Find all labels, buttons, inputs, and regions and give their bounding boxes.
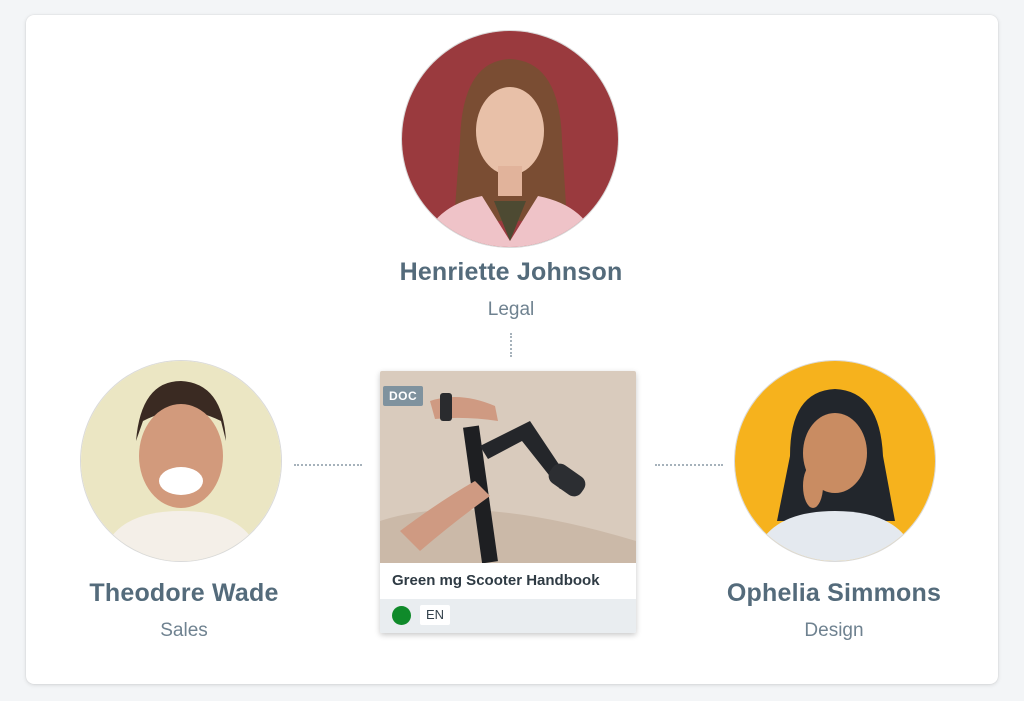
- language-badge: EN: [420, 605, 451, 625]
- person-role: Design: [804, 620, 864, 641]
- document-card[interactable]: DOC Green mg Scooter Handbook EN: [380, 371, 636, 633]
- connector-right: [655, 464, 723, 466]
- avatar-ophelia-simmons[interactable]: [735, 361, 935, 561]
- document-type-badge: DOC: [383, 386, 424, 406]
- person-role: Legal: [487, 299, 535, 320]
- document-title: Green mg Scooter Handbook: [392, 572, 600, 589]
- avatar-theodore-wade[interactable]: [81, 361, 281, 561]
- avatar-henriette-johnson[interactable]: [402, 31, 618, 247]
- connector-top: [510, 333, 512, 357]
- status-dot-icon: [392, 606, 411, 625]
- person-name: Theodore Wade: [89, 579, 279, 607]
- person-name: Henriette Johnson: [399, 258, 623, 286]
- person-role: Sales: [160, 620, 208, 641]
- connector-left: [294, 464, 362, 466]
- person-name: Ophelia Simmons: [726, 579, 942, 607]
- document-footer: EN: [380, 599, 636, 633]
